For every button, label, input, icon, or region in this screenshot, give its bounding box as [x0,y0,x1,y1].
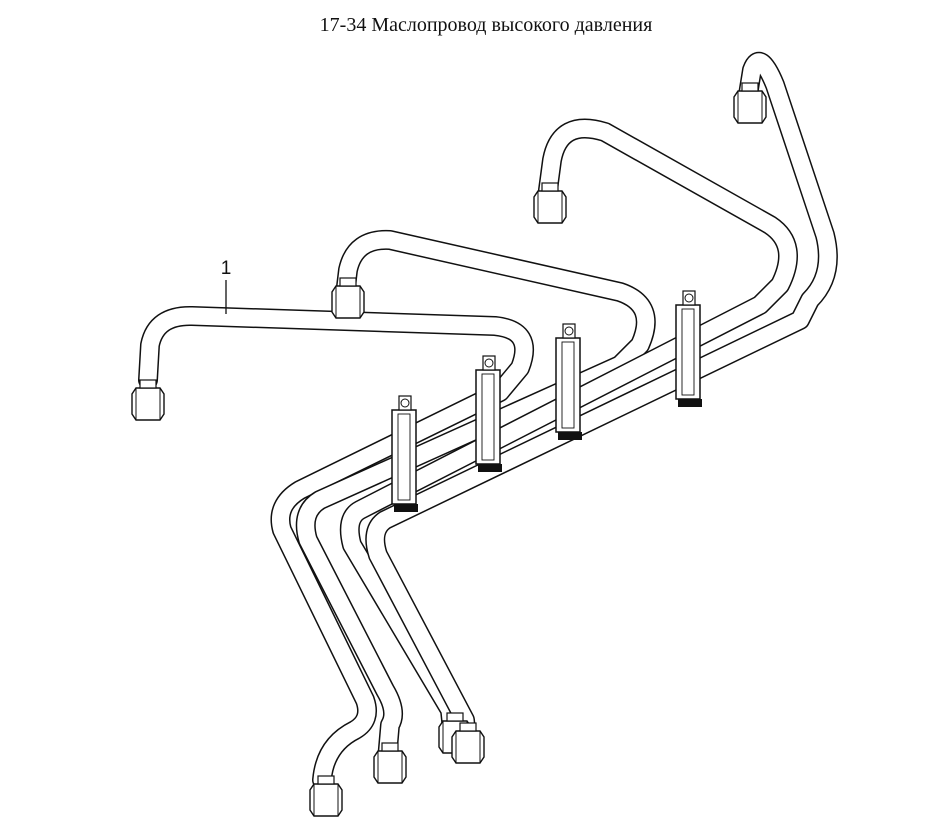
hex-fitting-4-top [733,82,767,124]
pipe-4 [365,51,838,755]
pipe-3 [339,118,798,740]
clamp-bracket-4 [675,290,703,408]
callout-1-label: 1 [221,258,232,279]
clamp-bracket-3 [555,323,583,441]
page-title: 17-34 Маслопровод высокого давления [319,14,653,36]
pipe-1 [138,306,534,790]
hex-fitting-1-top [131,379,165,421]
clamp-bracket-1 [391,395,419,513]
clamp-bracket-2 [475,355,503,473]
pipe-2 [295,229,656,770]
